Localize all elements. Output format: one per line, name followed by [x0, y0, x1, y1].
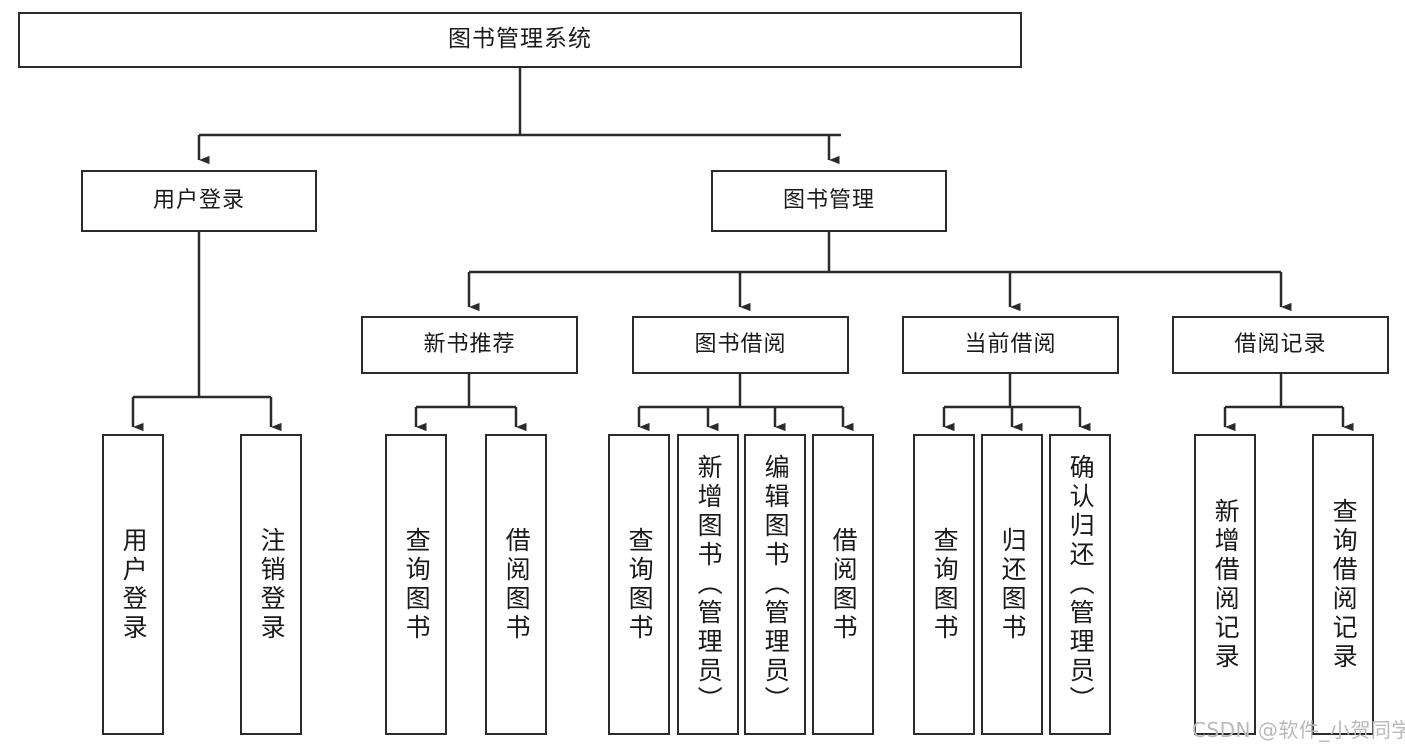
- leaf-add-book[interactable]: 新增图书（管理员）: [677, 434, 739, 735]
- leaf-logout-login[interactable]: 注销登录: [240, 434, 302, 735]
- node-label: 确认归还（管理员）: [1066, 454, 1096, 715]
- node-label: 归还图书: [998, 526, 1028, 643]
- node-label: 用户登录: [152, 188, 245, 214]
- leaf-query-book-1[interactable]: 查询图书: [385, 434, 447, 735]
- leaf-confirm-return[interactable]: 确认归还（管理员）: [1049, 434, 1111, 735]
- node-label: 图书管理系统: [448, 26, 592, 53]
- leaf-user-login[interactable]: 用户登录: [102, 434, 164, 735]
- leaf-query-record[interactable]: 查询借阅记录: [1312, 434, 1374, 735]
- node-label: 借阅记录: [1234, 332, 1327, 358]
- node-label: 当前借阅: [964, 332, 1057, 358]
- leaf-edit-book[interactable]: 编辑图书（管理员）: [744, 434, 806, 735]
- node-label: 查询图书: [402, 526, 432, 643]
- node-label: 新增图书（管理员）: [694, 454, 724, 715]
- node-label: 查询图书: [625, 526, 655, 643]
- node-borrow-record[interactable]: 借阅记录: [1172, 316, 1389, 374]
- node-label: 图书借阅: [694, 332, 787, 358]
- node-label: 图书管理: [782, 188, 875, 214]
- leaf-return-book[interactable]: 归还图书: [981, 434, 1043, 735]
- node-label: 查询借阅记录: [1329, 497, 1359, 672]
- node-book-borrow[interactable]: 图书借阅: [632, 316, 849, 374]
- leaf-query-book-2[interactable]: 查询图书: [608, 434, 670, 735]
- node-root-book-management-system[interactable]: 图书管理系统: [18, 12, 1022, 68]
- node-label: 用户登录: [119, 526, 149, 643]
- node-user-login[interactable]: 用户登录: [81, 170, 317, 232]
- node-label: 新书推荐: [423, 332, 516, 358]
- node-label: 借阅图书: [829, 526, 859, 643]
- node-label: 编辑图书（管理员）: [761, 454, 791, 715]
- leaf-borrow-book-2[interactable]: 借阅图书: [812, 434, 874, 735]
- node-label: 新增借阅记录: [1211, 497, 1241, 672]
- node-new-book-recommend[interactable]: 新书推荐: [361, 316, 578, 374]
- leaf-borrow-book-1[interactable]: 借阅图书: [485, 434, 547, 735]
- node-current-borrow[interactable]: 当前借阅: [902, 316, 1119, 374]
- node-label: 借阅图书: [502, 526, 532, 643]
- leaf-query-book-3[interactable]: 查询图书: [913, 434, 975, 735]
- leaf-add-record[interactable]: 新增借阅记录: [1194, 434, 1256, 735]
- node-label: 查询图书: [930, 526, 960, 643]
- node-label: 注销登录: [257, 526, 287, 643]
- node-book-management[interactable]: 图书管理: [711, 170, 947, 232]
